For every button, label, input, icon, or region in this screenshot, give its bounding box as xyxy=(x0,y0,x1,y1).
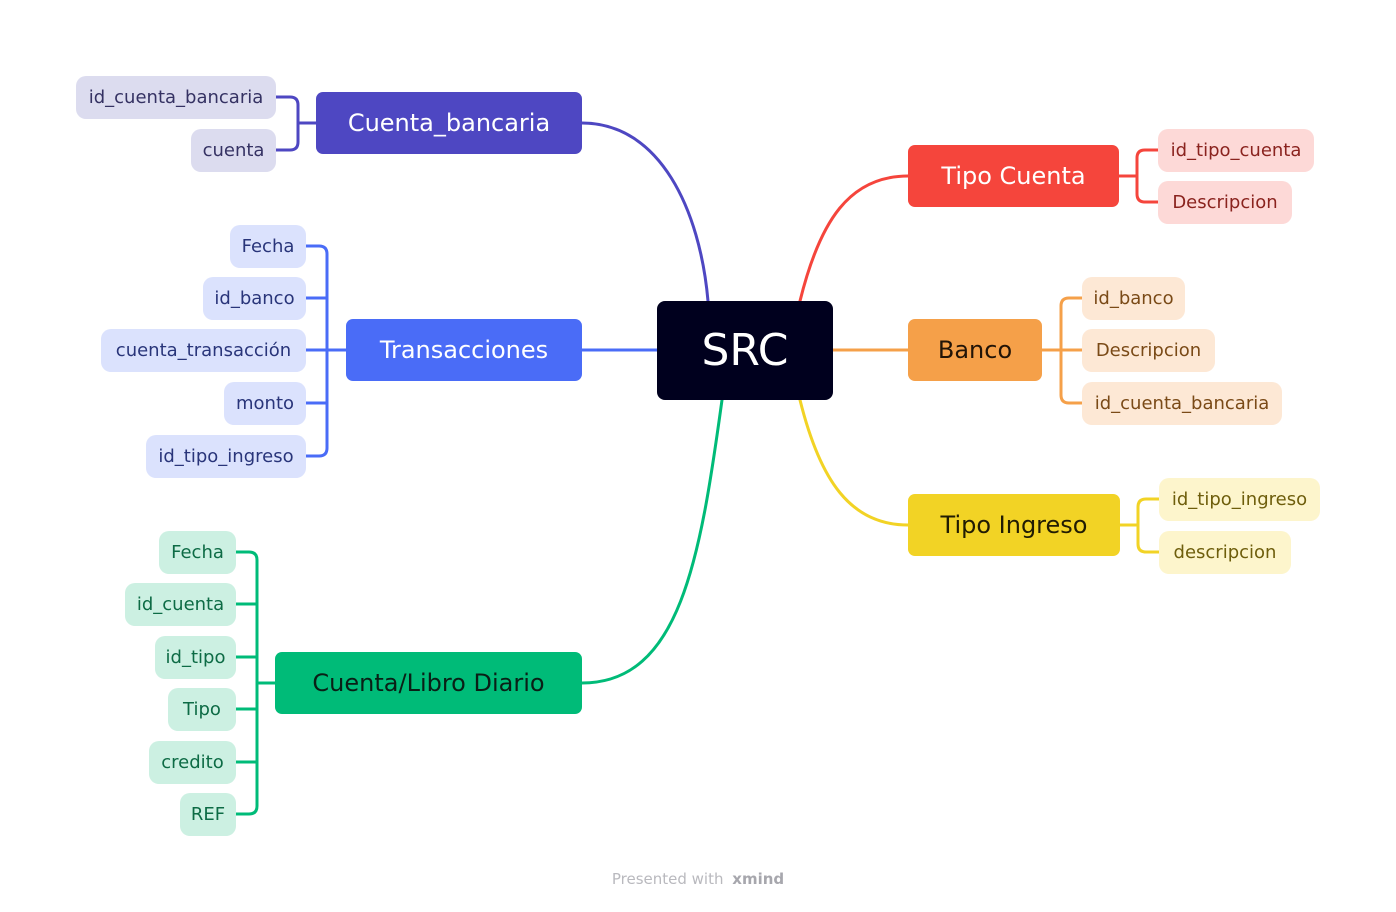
branch-cuenta-bancaria[interactable]: Cuenta_bancaria xyxy=(316,92,582,154)
leaf-label: id_cuenta_bancaria xyxy=(1094,393,1270,414)
leaf-label: id_tipo xyxy=(165,647,226,668)
leaf-label: id_tipo_ingreso xyxy=(158,446,294,467)
leaf-descripcion[interactable]: descripcion xyxy=(1159,531,1291,574)
branch-label: Tipo Cuenta xyxy=(941,162,1086,190)
branch-label: Banco xyxy=(937,336,1013,364)
leaf-label: descripcion xyxy=(1173,542,1277,563)
leaf-id-tipo[interactable]: id_tipo xyxy=(155,636,236,679)
connector-root-tipo-cuenta xyxy=(798,174,910,303)
leaf-id-cuenta[interactable]: id_cuenta xyxy=(125,583,236,626)
leaf-label: id_banco xyxy=(214,288,295,309)
xmind-logo: xmind xyxy=(732,870,785,888)
branch-cuenta-libro-diario[interactable]: Cuenta/Libro Diario xyxy=(275,652,582,714)
leaf-id-cuenta-bancaria[interactable]: id_cuenta_bancaria xyxy=(1082,382,1282,425)
leaf-label: Fecha xyxy=(241,236,295,257)
branch-label: Cuenta/Libro Diario xyxy=(312,669,545,697)
leaf-id-banco[interactable]: id_banco xyxy=(203,277,306,320)
leaf-label: id_cuenta_bancaria xyxy=(88,87,264,108)
leaf-id-cuenta-bancaria[interactable]: id_cuenta_bancaria xyxy=(76,76,276,119)
leaf-ref[interactable]: REF xyxy=(180,793,236,836)
branch-tipo-ingreso[interactable]: Tipo Ingreso xyxy=(908,494,1120,556)
connector-ti-bracket xyxy=(1118,497,1161,554)
leaf-label: Tipo xyxy=(183,699,221,720)
branch-label: Tipo Ingreso xyxy=(940,511,1088,539)
leaf-label: credito xyxy=(161,752,224,773)
connector-tc-bracket xyxy=(1117,148,1160,204)
leaf-label: Descripcion xyxy=(1095,340,1202,361)
leaf-fecha[interactable]: Fecha xyxy=(159,531,236,574)
root-node[interactable]: SRC xyxy=(657,301,833,400)
leaf-id-tipo-ingreso[interactable]: id_tipo_ingreso xyxy=(1159,478,1320,521)
branch-transacciones[interactable]: Transacciones xyxy=(346,319,582,381)
connector-cb-bracket xyxy=(274,95,318,152)
leaf-label: Fecha xyxy=(171,542,224,563)
leaf-descripcion[interactable]: Descripcion xyxy=(1082,329,1215,372)
leaf-id-banco[interactable]: id_banco xyxy=(1082,277,1185,320)
leaf-descripcion[interactable]: Descripcion xyxy=(1158,181,1292,224)
branch-label: Cuenta_bancaria xyxy=(347,109,551,137)
leaf-label: cuenta xyxy=(202,140,265,161)
connector-bn-bracket xyxy=(1040,296,1084,405)
leaf-monto[interactable]: monto xyxy=(224,382,306,425)
root-label: SRC xyxy=(701,325,789,376)
leaf-cuenta[interactable]: cuenta xyxy=(191,129,276,172)
leaf-fecha[interactable]: Fecha xyxy=(230,225,306,268)
branch-label: Transacciones xyxy=(379,336,549,364)
branch-banco[interactable]: Banco xyxy=(908,319,1042,381)
leaf-label: id_cuenta xyxy=(136,594,225,615)
leaf-credito[interactable]: credito xyxy=(149,741,236,784)
connector-root-cuenta-bancaria xyxy=(580,121,710,303)
leaf-cuenta-transaccion[interactable]: cuenta_transacción xyxy=(101,329,306,372)
leaf-tipo[interactable]: Tipo xyxy=(168,688,236,731)
connector-root-tipo-ingreso xyxy=(798,398,910,527)
leaf-label: id_tipo_ingreso xyxy=(1171,489,1308,510)
leaf-id-tipo-cuenta[interactable]: id_tipo_cuenta xyxy=(1158,129,1314,172)
presented-with-footer: Presented with xmind xyxy=(0,870,1396,888)
leaf-label: id_tipo_cuenta xyxy=(1170,140,1302,161)
branch-tipo-cuenta[interactable]: Tipo Cuenta xyxy=(908,145,1119,207)
connector-cl-bracket xyxy=(234,550,277,816)
leaf-label: cuenta_transacción xyxy=(115,340,292,361)
leaf-label: REF xyxy=(190,804,226,825)
leaf-id-tipo-ingreso[interactable]: id_tipo_ingreso xyxy=(146,435,306,478)
connector-tr-bracket xyxy=(304,244,348,458)
connector-root-cuenta-libro-diario xyxy=(580,398,724,685)
footer-prefix: Presented with xyxy=(611,870,724,888)
leaf-label: id_banco xyxy=(1093,288,1174,309)
leaf-label: monto xyxy=(235,393,295,414)
leaf-label: Descripcion xyxy=(1172,192,1278,213)
